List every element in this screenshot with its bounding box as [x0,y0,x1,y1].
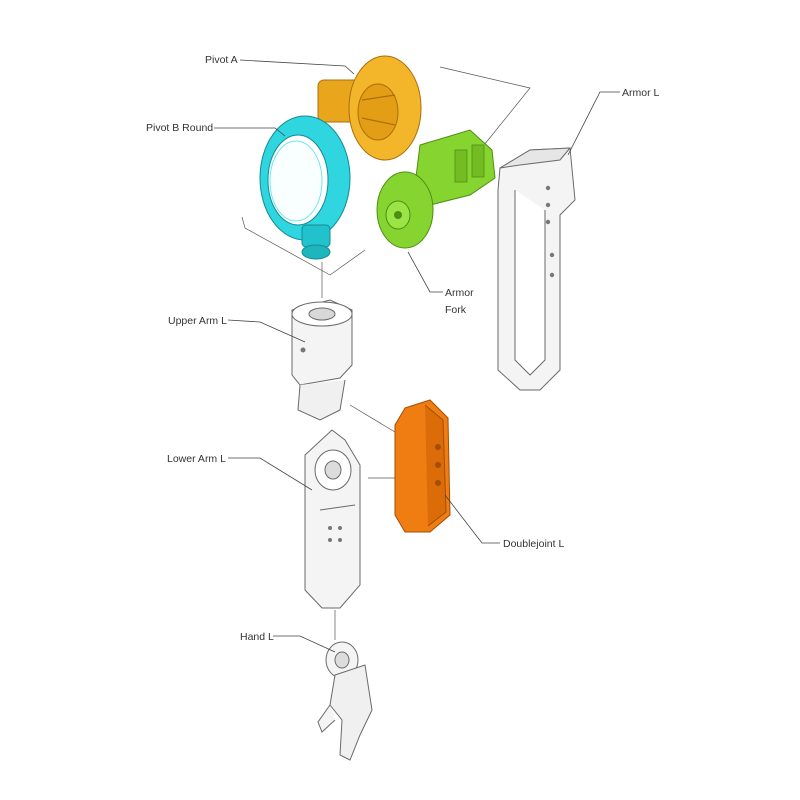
label-armor-fork-line1: Armor [445,287,474,299]
label-armor-l: Armor L [622,87,660,99]
label-upper-arm-l: Upper Arm L [168,315,227,327]
upper-arm-l-part [291,299,353,421]
leader-lines [214,59,620,653]
hand-l-part [317,641,373,761]
pivot-b-round-part [259,115,351,260]
lower-arm-l-part [304,429,361,609]
label-armor-fork-line2: Fork [445,304,467,316]
label-doublejoint-l: Doublejoint L [503,538,564,550]
armor-fork-part [376,129,496,249]
armor-l-part [497,147,576,391]
label-pivot-a: Pivot A [205,54,238,66]
callout-labels: Pivot A Pivot B Round Armor L Armor Fork… [146,54,660,643]
label-hand-l: Hand L [240,631,274,643]
pivot-a-part [317,55,422,161]
label-pivot-b-round: Pivot B Round [146,122,213,134]
label-lower-arm-l: Lower Arm L [167,453,226,465]
assembly-guides [241,66,531,640]
doublejoint-l-part [394,399,451,533]
